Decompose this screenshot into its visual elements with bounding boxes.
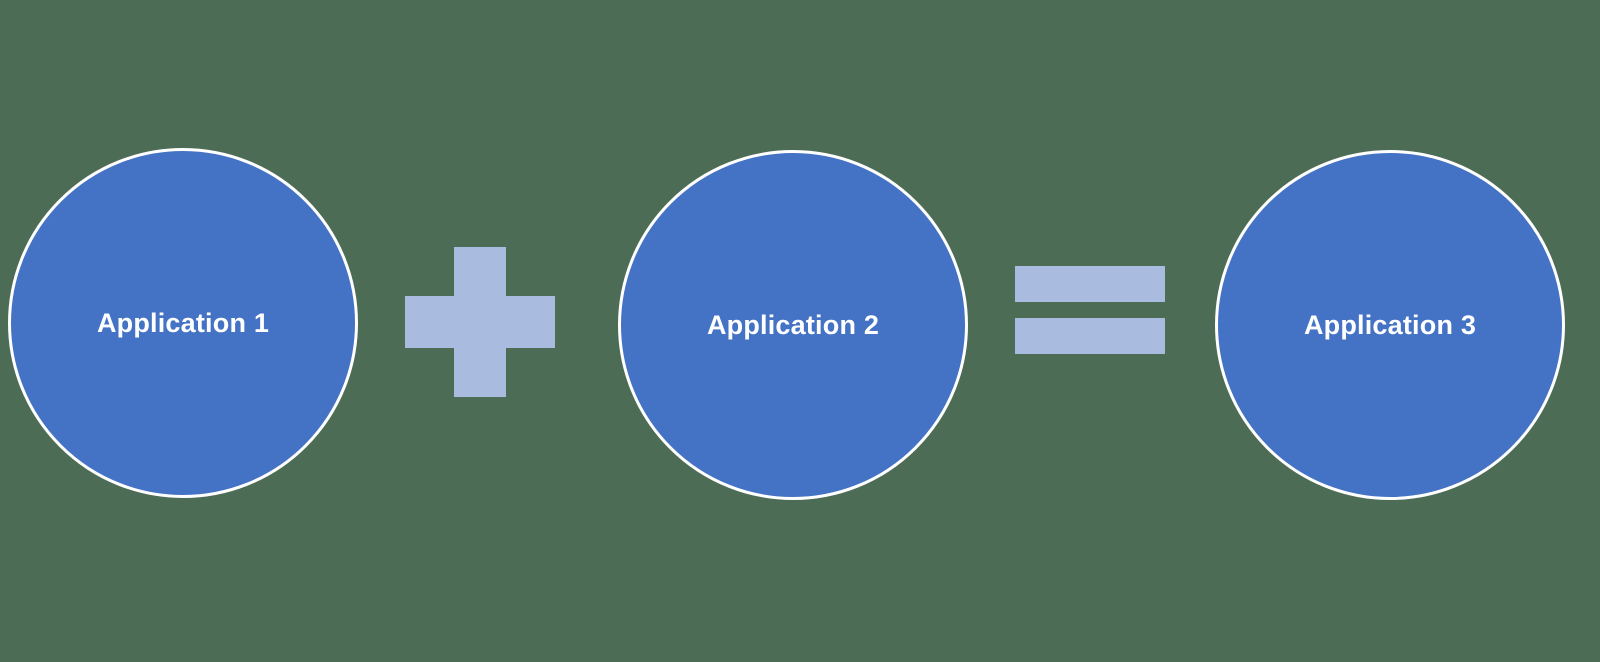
plus-icon-horizontal-bar bbox=[405, 296, 555, 348]
application-2-label: Application 2 bbox=[706, 309, 880, 340]
application-1-label: Application 1 bbox=[96, 307, 270, 338]
application-2-node: Application 2 bbox=[618, 150, 968, 500]
equals-icon-top-bar bbox=[1015, 266, 1165, 302]
equals-icon-bottom-bar bbox=[1015, 318, 1165, 354]
plus-icon bbox=[405, 247, 555, 397]
application-3-node: Application 3 bbox=[1215, 150, 1565, 500]
equals-icon bbox=[1015, 266, 1165, 354]
application-1-node: Application 1 bbox=[8, 148, 358, 498]
application-3-label: Application 3 bbox=[1303, 309, 1477, 340]
